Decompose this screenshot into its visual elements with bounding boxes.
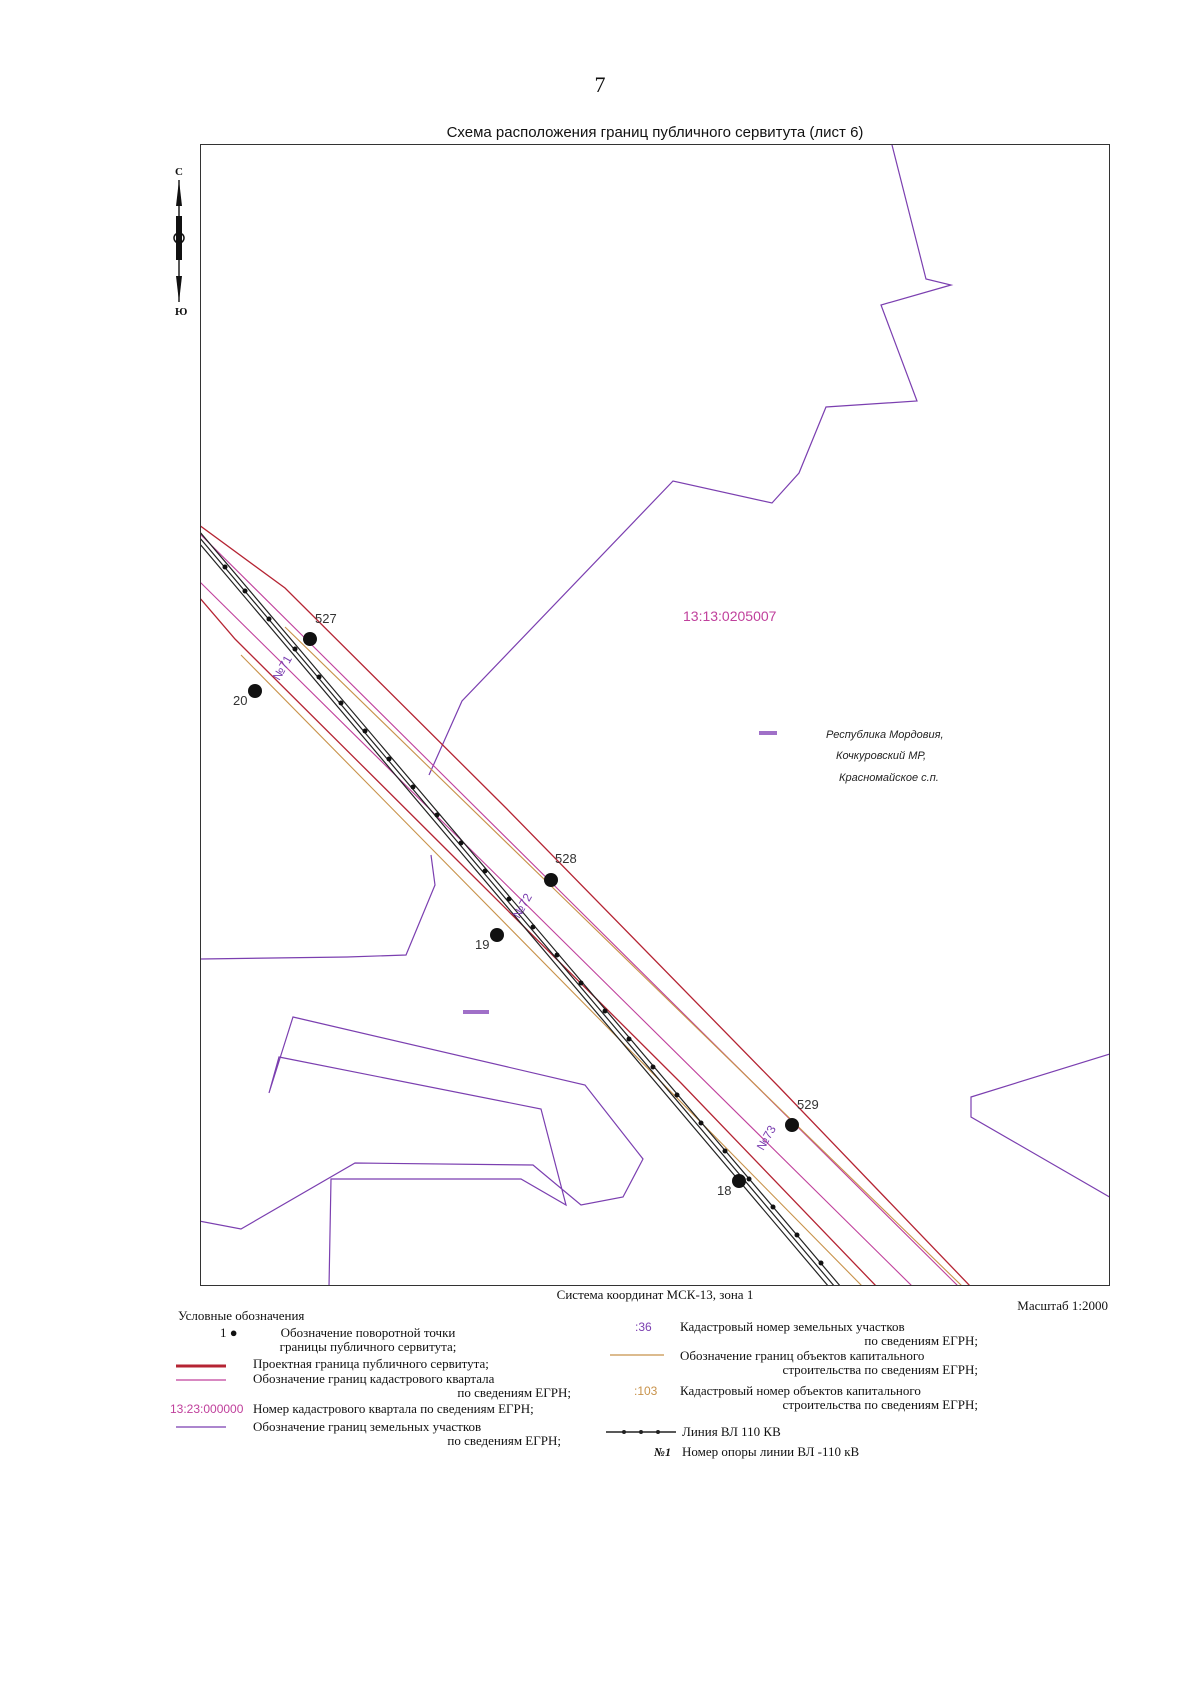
legend-quarter-number-text: Номер кадастрового квартала по сведениям… [253, 1401, 534, 1416]
legend-parcel-text: Обозначение границ земельных участков по… [253, 1419, 561, 1448]
point-label: 20 [233, 693, 247, 708]
capital-boundary-upper [284, 626, 962, 1285]
compass-icon [173, 180, 185, 302]
point-label: 18 [717, 1183, 731, 1198]
servitude-boundary-upper [201, 525, 970, 1285]
parcel-number-marker [463, 1010, 489, 1014]
coordinate-system-label: Система координат МСК-13, зона 1 [556, 1287, 754, 1302]
power-line-wire-2 [201, 538, 835, 1285]
map-title: Схема расположения границ публичного сер… [446, 124, 864, 141]
power-line-icon [606, 1430, 676, 1434]
quarter-number-label: 13:13:0205007 [683, 608, 777, 624]
legend-quarter-text: Обозначение границ кадастрового квартала… [253, 1371, 571, 1400]
legend-capital-number-text: Кадастровый номер объектов капитального … [680, 1383, 978, 1412]
quarter-line-icon [176, 1379, 226, 1381]
capital-boundary-lower [240, 654, 862, 1285]
quarter-boundary-lower [201, 582, 912, 1285]
support-label: №73 [754, 1123, 779, 1153]
power-line-wire-3 [201, 544, 829, 1285]
legend-capital-number-symbol: :103 [634, 1384, 658, 1398]
compass-north-label: С [175, 166, 183, 178]
legend-support-symbol: №1 [654, 1445, 671, 1459]
legend-quarter-number-symbol: 13:23:000000 [170, 1402, 244, 1416]
parcel-number-marker [759, 731, 777, 735]
parcel-boundary-south [201, 1016, 644, 1285]
legend-parcel-number-symbol: :36 [635, 1320, 652, 1334]
scale-label: Масштаб 1:2000 [1017, 1298, 1108, 1313]
support-label: №72 [510, 891, 535, 921]
map-frame: №71 №72 №73 527 20 528 19 529 18 13:13 [200, 144, 1110, 1286]
page-number: 7 [594, 72, 606, 97]
legend-parcel-number-text: Кадастровый номер земельных участков по … [680, 1319, 978, 1348]
legend-capital-text: Обозначение границ объектов капитального… [680, 1348, 978, 1377]
point-label: 19 [475, 937, 489, 952]
region-label: Красномайское с.п. [839, 772, 939, 784]
legend-title: Условные обозначения [178, 1308, 305, 1323]
region-label: Кочкуровский МР, [836, 750, 926, 762]
turning-point[interactable]: 19 [475, 928, 504, 952]
compass-south-label: Ю [175, 306, 188, 318]
power-line-dots [222, 564, 824, 1266]
point-label: 527 [315, 611, 337, 626]
legend-point-text: Обозначение поворотной точки границы пуб… [279, 1325, 457, 1354]
quarter-boundary-upper [201, 534, 958, 1285]
point-label: 528 [555, 851, 577, 866]
support-label: №71 [270, 653, 295, 683]
parcel-boundary-east [970, 1053, 1109, 1198]
legend-point-symbol: 1 ● [220, 1325, 238, 1340]
legend-line-text: Линия ВЛ 110 КВ [682, 1424, 781, 1439]
point-symbol-icon: ● [226, 1325, 238, 1340]
region-label: Республика Мордовия, [826, 729, 944, 741]
point-label: 529 [797, 1097, 819, 1112]
legend-servitude-text: Проектная граница публичного сервитута; [253, 1356, 489, 1371]
turning-point[interactable]: 528 [544, 851, 577, 887]
turning-point[interactable]: 527 [303, 611, 337, 646]
turning-point[interactable]: 18 [717, 1174, 746, 1198]
power-line-wire-1 [201, 532, 841, 1285]
turning-point[interactable]: 20 [233, 684, 262, 708]
servitude-boundary-lower [201, 598, 876, 1285]
turning-point[interactable]: 529 [785, 1097, 819, 1132]
capital-line-icon [610, 1354, 664, 1356]
parcel-line-icon [176, 1426, 226, 1428]
servitude-line-icon [176, 1364, 226, 1368]
parcel-boundary-north [428, 145, 954, 776]
legend-support-text: Номер опоры линии ВЛ -110 кВ [682, 1444, 860, 1459]
parcel-boundary-west [201, 854, 436, 960]
map-canvas: №71 №72 №73 527 20 528 19 529 18 13:13 [201, 145, 1109, 1285]
